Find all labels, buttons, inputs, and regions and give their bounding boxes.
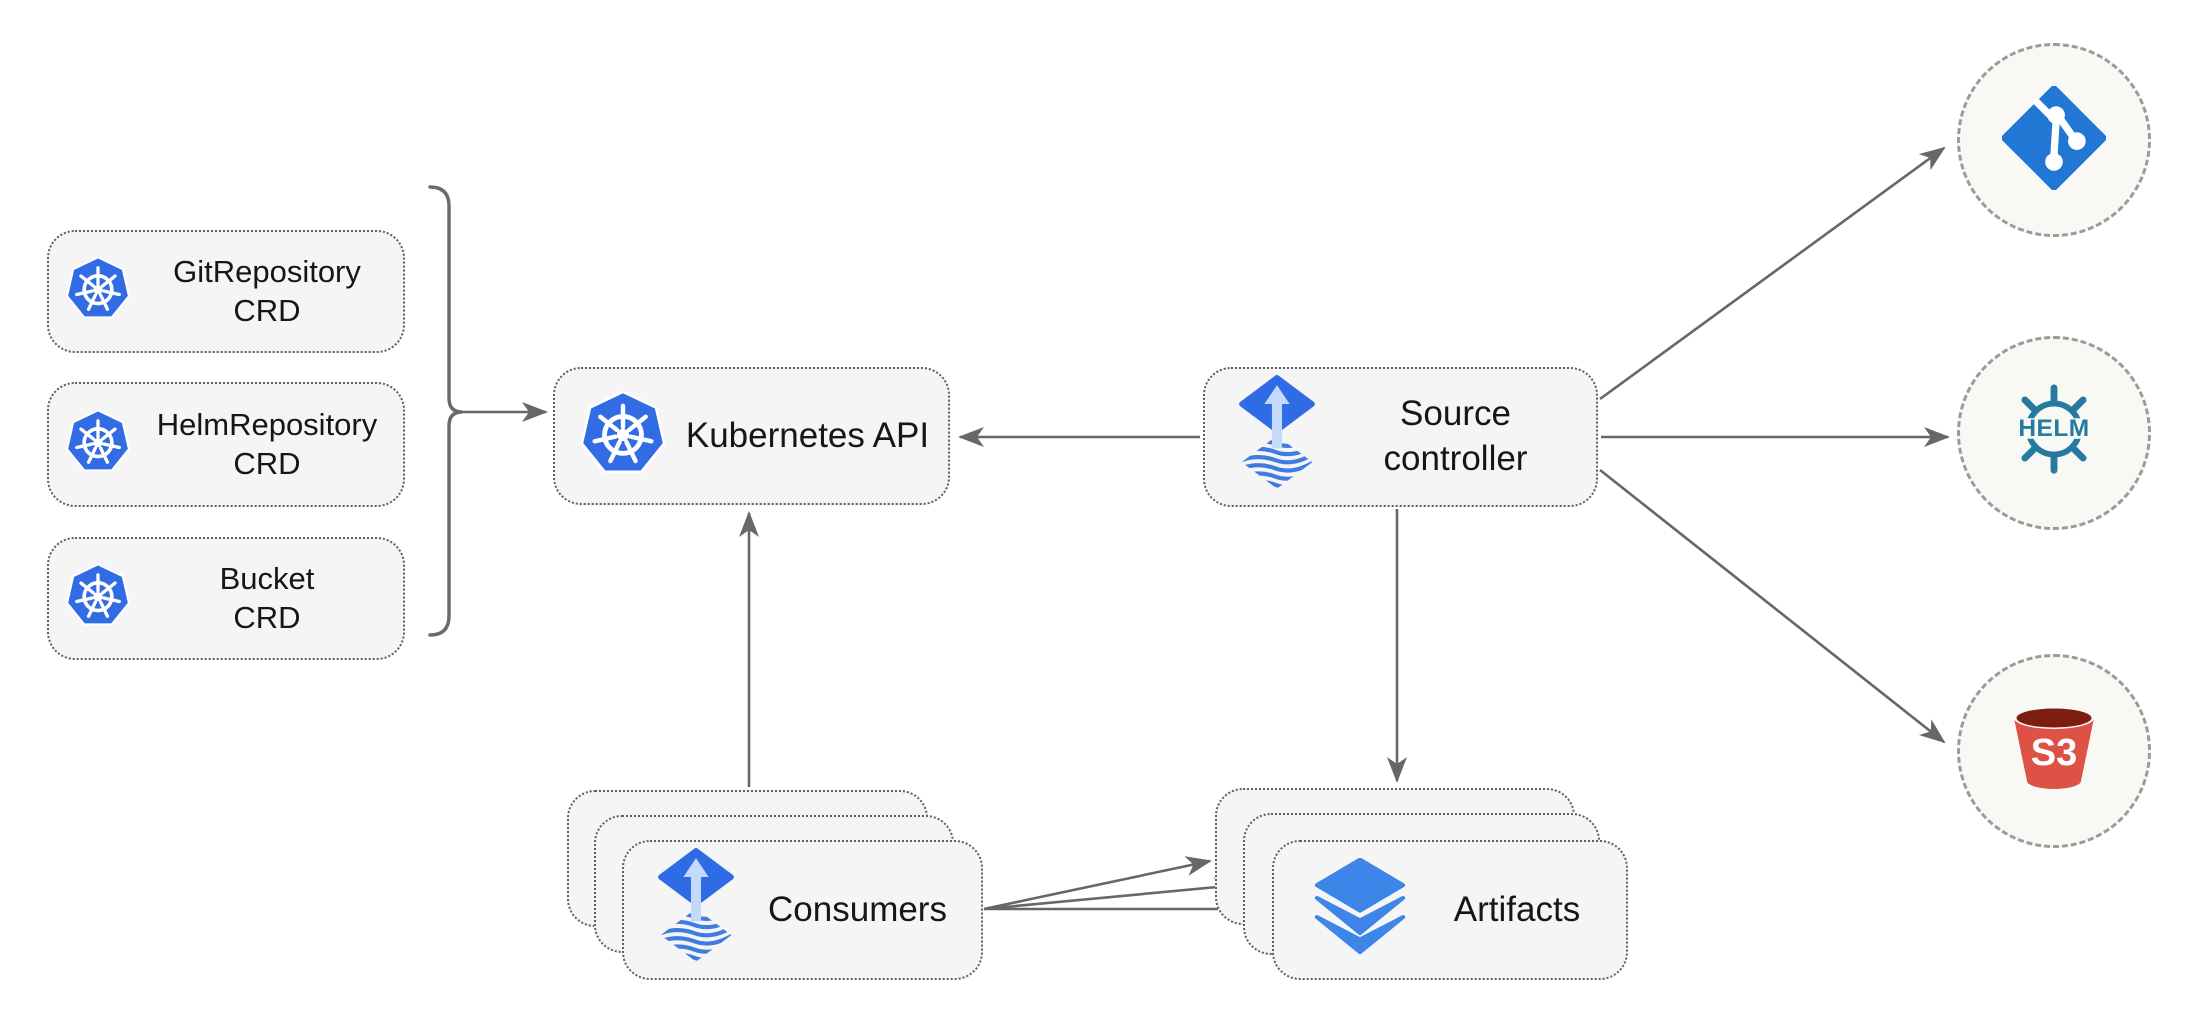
artifacts-node: Artifacts <box>1272 840 1628 980</box>
s3-bucket-icon: S3 <box>2004 697 2104 806</box>
flux-icon <box>658 847 734 973</box>
node-label: Consumers <box>768 889 947 929</box>
s3-wordmark: S3 <box>2031 732 2077 774</box>
s3-source-circle: S3 <box>1957 654 2151 848</box>
arrow-source-controller-to-git <box>1599 146 1946 401</box>
node-label: Kubernetes API <box>685 415 930 455</box>
helm-source-circle: HELM <box>1957 336 2151 530</box>
consumers-node: Consumers <box>622 840 983 980</box>
arrow-consumers-to-artifacts-2 <box>983 877 1240 911</box>
arrow-consumers-to-artifacts-1 <box>983 856 1212 911</box>
git-source-circle <box>1957 43 2151 237</box>
kubernetes-icon <box>65 256 131 327</box>
kubernetes-icon <box>65 409 131 480</box>
kubernetes-icon <box>579 389 667 483</box>
helm-icon: HELM <box>1995 383 2113 483</box>
flux-icon <box>1239 374 1315 500</box>
git-icon <box>2001 84 2107 195</box>
helm-wordmark: HELM <box>2018 414 2089 441</box>
crd-group-bracket <box>428 185 463 637</box>
kubernetes-icon <box>65 563 131 634</box>
arrow-source-controller-to-s3 <box>1599 468 1946 744</box>
kubernetes-api-node: Kubernetes API <box>553 367 950 505</box>
layers-icon <box>1312 857 1408 962</box>
node-label: Artifacts <box>1453 889 1581 929</box>
